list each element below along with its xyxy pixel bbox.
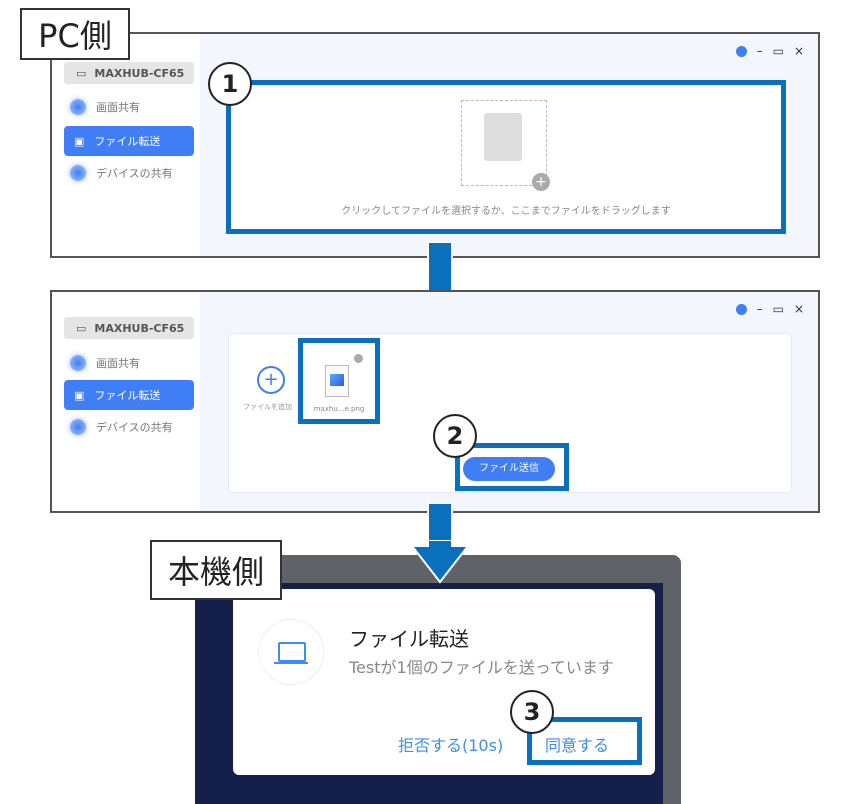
device-name-badge: ▭MAXHUB-CF65: [64, 62, 194, 84]
add-file-label: ファイルを追加: [243, 403, 292, 411]
minimize-button[interactable]: –: [756, 44, 763, 58]
close-button[interactable]: ×: [793, 302, 804, 316]
sidebar: ▭MAXHUB-CF65 画面共有 ▣ファイル転送 デバイスの共有: [52, 292, 200, 511]
screen-share-icon: [70, 355, 86, 371]
close-button[interactable]: ×: [793, 44, 804, 58]
monitor-icon: ▭: [76, 321, 87, 335]
laptop-icon: [258, 619, 324, 685]
folder-icon: ▣: [74, 134, 85, 148]
accept-button[interactable]: 同意する: [545, 736, 610, 755]
file-placeholder-icon: +: [461, 100, 550, 191]
window-controls: –▭ ×: [735, 302, 804, 316]
add-file-button[interactable]: +: [257, 366, 285, 394]
device-name-badge: ▭MAXHUB-CF65: [64, 317, 194, 339]
file-name: maxhu...e.png: [313, 405, 365, 413]
maximize-button[interactable]: ▭: [772, 44, 784, 58]
accept-highlight: 同意する: [527, 717, 642, 765]
step-1-marker: 1: [208, 62, 252, 106]
app-icon: [735, 303, 747, 315]
reject-button[interactable]: 拒否する(10s): [398, 736, 504, 755]
screen-share-icon: [70, 99, 86, 115]
plus-icon: +: [532, 173, 550, 191]
send-highlight: ファイル送信: [455, 443, 569, 491]
file-drop-area[interactable]: + クリックしてファイルを選択するか、ここまでファイルをドラッグします: [226, 80, 786, 234]
folder-icon: ▣: [74, 388, 85, 402]
selected-file[interactable]: maxhu...e.png: [298, 338, 380, 424]
monitor-icon: ▭: [76, 66, 87, 80]
step-2-marker: 2: [433, 414, 477, 458]
pc-window-send: ▭MAXHUB-CF65 画面共有 ▣ファイル転送 デバイスの共有 –▭× + …: [50, 290, 820, 513]
device-share-icon: [70, 165, 86, 181]
file-transfer-dialog: ファイル転送 Testが1個のファイルを送っています 拒否する(10s): [233, 589, 655, 775]
app-icon: [735, 45, 747, 57]
sidebar-item-screen-share[interactable]: 画面共有: [64, 92, 194, 122]
sidebar-item-device-share[interactable]: デバイスの共有: [64, 412, 194, 442]
send-file-button[interactable]: ファイル送信: [463, 457, 555, 481]
sidebar-item-file-transfer[interactable]: ▣ファイル転送: [64, 380, 194, 410]
sidebar: ▭MAXHUB-CF65 画面共有 ▣ファイル転送 デバイスの共有: [52, 34, 200, 256]
image-file-icon: [325, 365, 349, 397]
step-3-marker: 3: [510, 690, 554, 734]
dialog-title: ファイル転送: [349, 627, 469, 651]
device-share-icon: [70, 419, 86, 435]
pc-side-label: PC側: [20, 8, 130, 60]
sidebar-item-screen-share[interactable]: 画面共有: [64, 348, 194, 378]
sidebar-item-file-transfer[interactable]: ▣ファイル転送: [64, 126, 194, 156]
window-controls: –▭ ×: [735, 44, 804, 58]
maximize-button[interactable]: ▭: [772, 302, 784, 316]
down-arrow-icon: [410, 540, 470, 584]
minimize-button[interactable]: –: [756, 302, 763, 316]
drop-hint: クリックしてファイルを選択するか、ここまでファイルをドラッグします: [341, 206, 671, 217]
remove-file-icon[interactable]: [354, 354, 363, 363]
dialog-message: Testが1個のファイルを送っています: [349, 658, 614, 677]
device-side-label: 本機側: [150, 540, 282, 600]
sidebar-item-device-share[interactable]: デバイスの共有: [64, 158, 194, 188]
